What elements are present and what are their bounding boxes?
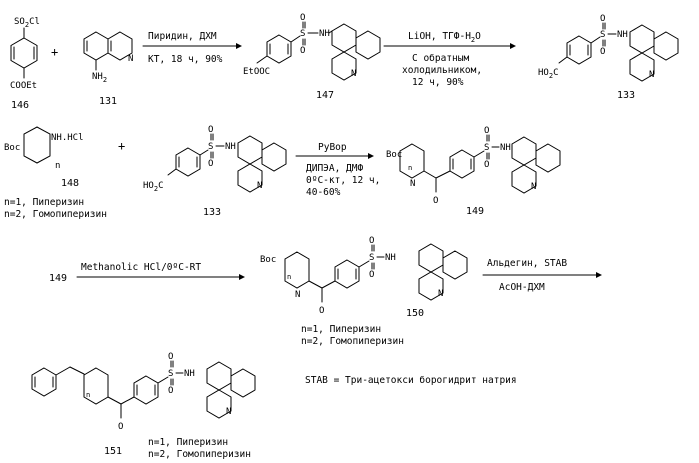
svg-text:Boc: Boc — [260, 255, 276, 265]
label-133-row2: 133 — [203, 207, 221, 218]
svg-text:S: S — [369, 253, 374, 263]
svg-text:AcOH-ДХМ: AcOH-ДХМ — [499, 282, 545, 293]
svg-text:O: O — [600, 47, 605, 57]
svg-text:O: O — [168, 386, 173, 396]
svg-text:O: O — [168, 352, 173, 362]
label-131: 131 — [99, 96, 117, 107]
svg-text:O: O — [208, 159, 213, 169]
svg-text:12 ч, 90%: 12 ч, 90% — [412, 77, 464, 88]
note-151-n2: n=2, Гомопиперизин — [148, 449, 251, 460]
svg-text:N: N — [351, 69, 356, 79]
svg-text:O: O — [433, 196, 438, 206]
label-133-top: 133 — [617, 90, 635, 101]
svg-text:N: N — [128, 54, 133, 64]
svg-text:O: O — [484, 160, 489, 170]
svg-text:NH: NH — [500, 143, 511, 153]
svg-text:С обратным: С обратным — [412, 53, 469, 64]
svg-text:S: S — [208, 142, 213, 152]
svg-text:n: n — [55, 161, 60, 171]
svg-text:HO2C: HO2C — [538, 68, 558, 80]
label-151: 151 — [104, 446, 122, 457]
compound-149: Boc N n O S O O NH N 149 — [386, 126, 560, 217]
svg-text:Пиридин, ДХМ: Пиридин, ДХМ — [148, 31, 217, 42]
svg-text:NH: NH — [319, 29, 330, 39]
svg-text:S: S — [168, 369, 173, 379]
svg-text:O: O — [300, 13, 305, 23]
svg-text:n: n — [86, 391, 90, 399]
svg-text:Boc: Boc — [4, 143, 20, 153]
svg-text:HO2C: HO2C — [143, 181, 163, 193]
svg-text:O: O — [208, 125, 213, 135]
svg-text:Boc: Boc — [386, 150, 402, 160]
compound-147: S O O NH EtOOC N 147 — [243, 13, 380, 101]
plus-2: + — [118, 139, 125, 153]
reaction-arrow-1: Пиридин, ДХМ КТ, 18 ч, 90% — [143, 31, 242, 65]
svg-text:NH: NH — [385, 253, 396, 263]
svg-text:КТ, 18 ч, 90%: КТ, 18 ч, 90% — [148, 54, 223, 65]
svg-text:n: n — [408, 164, 412, 172]
note-151-n1: n=1, Пиперизин — [148, 437, 228, 448]
svg-text:NH: NH — [617, 30, 628, 40]
compound-148: Boc NH.HCl n 148 — [4, 127, 84, 189]
note-148-n2: n=2, Гомопиперизин — [4, 209, 107, 220]
label-146: 146 — [11, 100, 29, 111]
svg-text:COOEt: COOEt — [10, 81, 37, 91]
svg-text:N: N — [226, 407, 231, 417]
svg-text:N: N — [410, 179, 415, 189]
svg-text:S: S — [600, 30, 605, 40]
svg-text:PyBop: PyBop — [318, 142, 347, 153]
svg-text:O: O — [319, 306, 324, 316]
svg-text:0ºC-кт, 12 ч,: 0ºC-кт, 12 ч, — [306, 175, 380, 186]
svg-text:холодильником,: холодильником, — [402, 65, 482, 76]
reaction-arrow-4: 149 Methanolic HCl/0ºC-RT — [49, 262, 245, 284]
svg-text:ДИПЭА, ДМФ: ДИПЭА, ДМФ — [306, 163, 363, 174]
label-149: 149 — [466, 206, 484, 217]
label-148: 148 — [61, 178, 79, 189]
svg-text:Methanolic HCl/0ºC-RT: Methanolic HCl/0ºC-RT — [81, 262, 201, 273]
svg-text:40-60%: 40-60% — [306, 187, 341, 198]
svg-text:NH: NH — [184, 369, 195, 379]
stab-definition: STAB = Три-ацетокси борогидрит натрия — [305, 375, 517, 386]
label-149-start: 149 — [49, 273, 67, 284]
plus-1: + — [51, 45, 58, 59]
svg-text:NH.HCl: NH.HCl — [51, 133, 84, 143]
svg-text:N: N — [438, 289, 443, 299]
svg-text:N: N — [531, 182, 536, 192]
svg-text:O: O — [369, 270, 374, 280]
svg-text:n: n — [287, 273, 291, 281]
svg-text:S: S — [300, 29, 305, 39]
compound-146: SO2Cl COOEt 146 — [10, 17, 40, 111]
compound-133-row2: S O O NH HO2C N 133 — [143, 125, 286, 218]
note-150-n1: n=1, Пиперизин — [301, 324, 381, 335]
label-150: 150 — [406, 308, 424, 319]
svg-text:O: O — [118, 422, 123, 432]
svg-text:Альдегин, STAB: Альдегин, STAB — [487, 258, 567, 269]
svg-text:O: O — [300, 46, 305, 56]
svg-text:NH: NH — [225, 142, 236, 152]
compound-133-top: S O O NH HO2C N 133 — [538, 14, 678, 101]
svg-text:O: O — [484, 126, 489, 136]
svg-text:N: N — [257, 181, 262, 191]
svg-text:O: O — [369, 236, 374, 246]
svg-text:SO2Cl: SO2Cl — [14, 17, 40, 29]
svg-text:LiOH, ТГФ-H2O: LiOH, ТГФ-H2O — [408, 31, 481, 44]
compound-150: Boc N n O S O O NH N 150 — [260, 236, 467, 319]
svg-text:S: S — [484, 143, 489, 153]
note-150-n2: n=2, Гомопиперизин — [301, 336, 404, 347]
svg-text:N: N — [649, 70, 654, 80]
reaction-arrow-2: LiOH, ТГФ-H2O С обратным холодильником, … — [384, 31, 516, 88]
svg-text:O: O — [600, 14, 605, 24]
label-147: 147 — [316, 90, 334, 101]
reaction-arrow-3: PyBop ДИПЭА, ДМФ 0ºC-кт, 12 ч, 40-60% — [296, 142, 380, 198]
svg-text:N: N — [295, 290, 300, 300]
svg-text:NH2: NH2 — [92, 72, 107, 84]
compound-131: NH2 N 131 — [84, 32, 133, 107]
note-148-n1: n=1, Пиперизин — [4, 197, 84, 208]
svg-text:EtOOC: EtOOC — [243, 67, 270, 77]
reaction-arrow-5: Альдегин, STAB AcOH-ДХМ — [483, 258, 602, 293]
